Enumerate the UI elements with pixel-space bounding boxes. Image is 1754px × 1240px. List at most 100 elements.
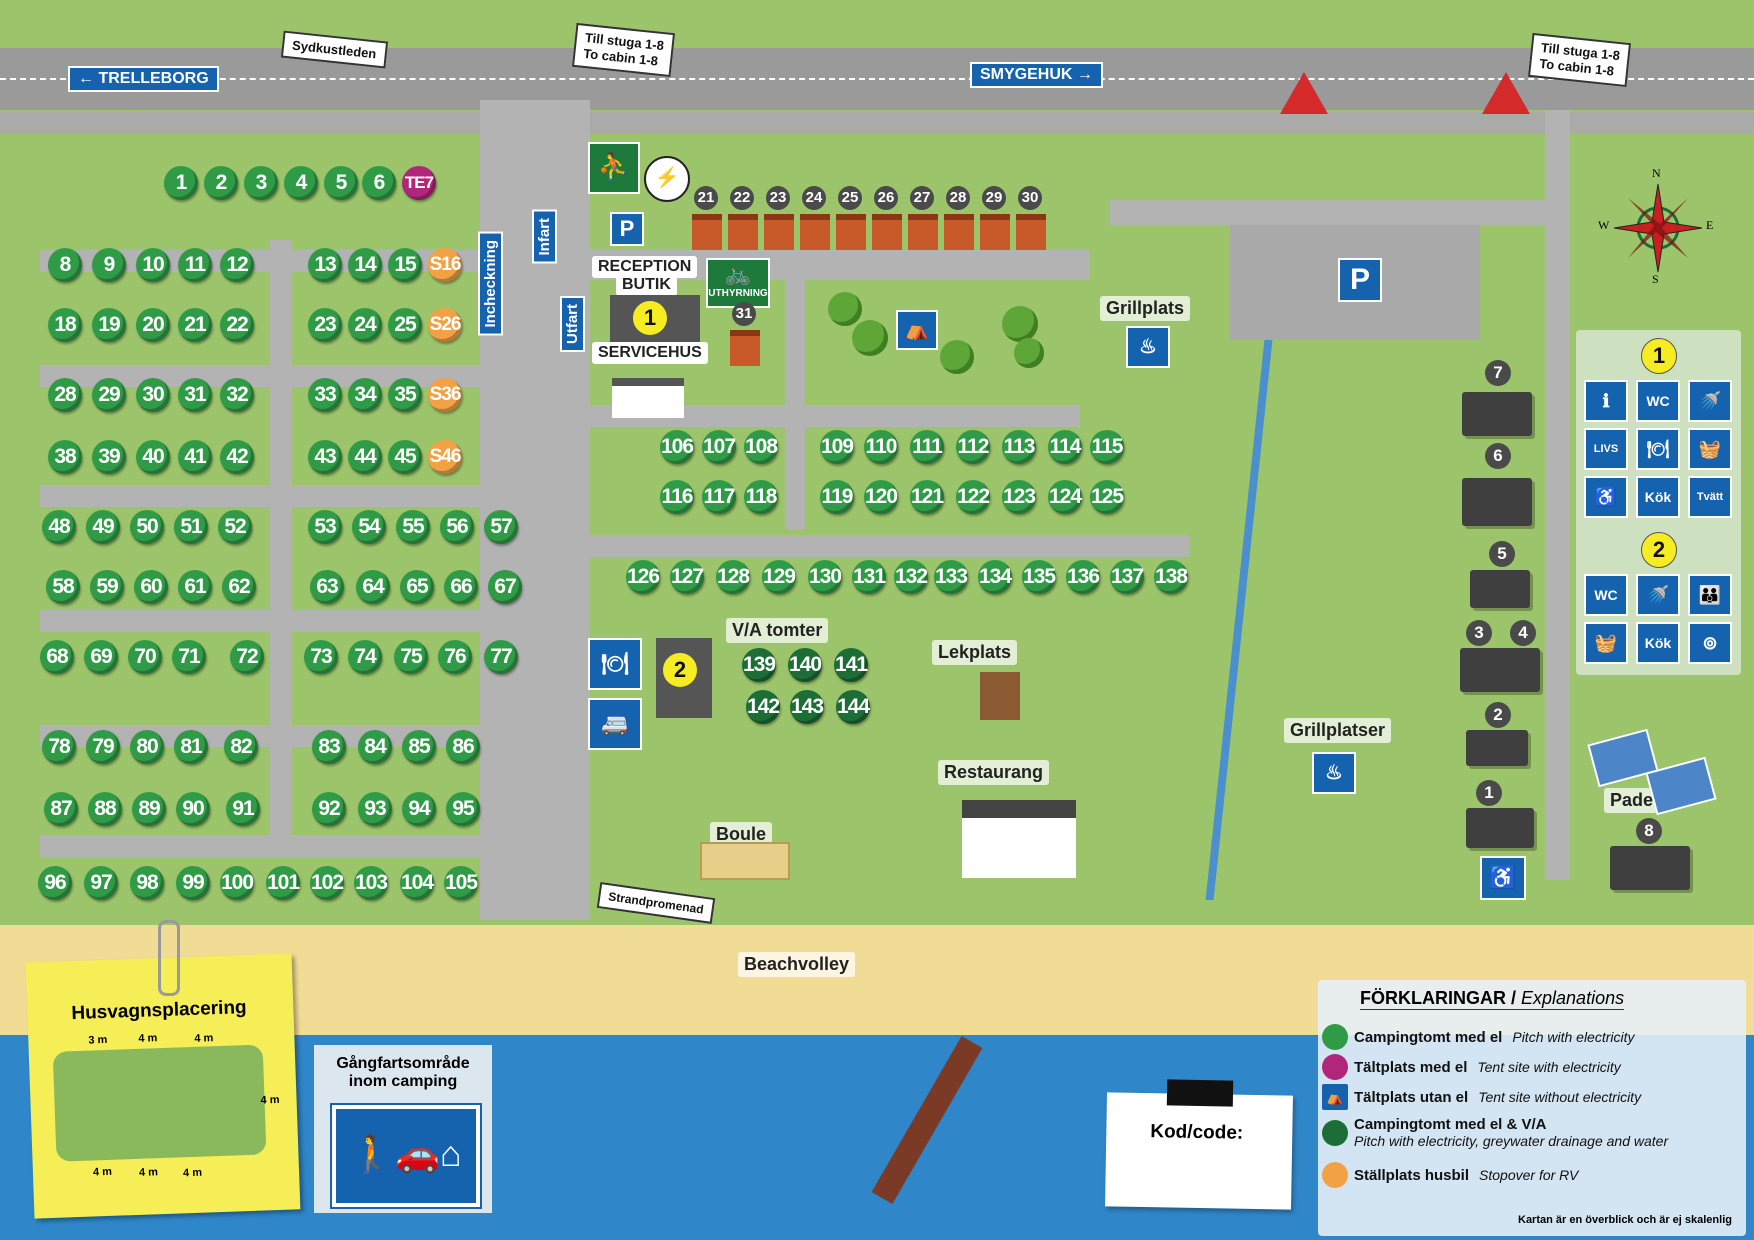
legend-en: Tent site with electricity [1477, 1059, 1621, 1075]
husvagn-4m: 4 m [182, 1166, 203, 1180]
cabin-28-number: 28 [946, 186, 970, 210]
cabin-3-4 [1460, 648, 1540, 692]
kod-note: Kod/code: [1105, 1079, 1293, 1210]
gangfart-panel: Gångfartsområde inom camping 🚶🚗⌂ [314, 1045, 492, 1213]
pitch-132: 132 [894, 560, 928, 594]
cabin-21 [692, 214, 722, 250]
husvagn-4m: 4 m [194, 1032, 214, 1045]
pitch-12: 12 [220, 248, 254, 282]
dishwash-icon: 🍽 [1636, 428, 1680, 470]
pitch-123: 123 [1002, 480, 1036, 514]
service-kök: Kök [1636, 622, 1680, 664]
cabin-25-number: 25 [838, 186, 862, 210]
pitch-s36: S36 [428, 378, 462, 412]
pitch-86: 86 [446, 730, 480, 764]
pitch-88: 88 [88, 792, 122, 826]
service-kök: Kök [1636, 476, 1680, 518]
pitch-83: 83 [312, 730, 346, 764]
pitch-72: 72 [230, 640, 264, 674]
pitch-30: 30 [136, 378, 170, 412]
pitch-s26: S26 [428, 308, 462, 342]
legend-dot-va [1322, 1120, 1348, 1146]
pitch-71: 71 [172, 640, 206, 674]
binder-clip-icon [1166, 1079, 1234, 1107]
pitch-100: 100 [220, 866, 254, 900]
pitch-114: 114 [1048, 430, 1082, 464]
pitch-125: 125 [1090, 480, 1124, 514]
legend-en: Pitch with electricity [1512, 1029, 1635, 1045]
tree [828, 292, 862, 326]
pitch-38: 38 [48, 440, 82, 474]
washer-icon: ⊚ [1688, 622, 1732, 664]
tree [1002, 306, 1038, 342]
compass-e: E [1706, 218, 1714, 232]
pitch-5: 5 [324, 166, 358, 200]
legend-dot-rv [1322, 1162, 1348, 1188]
pitch-35: 35 [388, 378, 422, 412]
service-panel-2-marker: 2 [1641, 532, 1677, 568]
road-east [1545, 110, 1570, 880]
legend-disclaimer: Kartan är en överblick och är ej skalenl… [1518, 1214, 1732, 1226]
label-butik: BUTIK [616, 274, 677, 296]
pitch-6: 6 [362, 166, 396, 200]
legend-dot-tent-el [1322, 1054, 1348, 1080]
cabin-26 [872, 214, 902, 250]
pitch-73: 73 [304, 640, 338, 674]
cabin-8 [1610, 846, 1690, 890]
parking-icon-large: P [1338, 258, 1382, 302]
pitch-115: 115 [1090, 430, 1124, 464]
pitch-63: 63 [310, 570, 344, 604]
pitch-39: 39 [92, 440, 126, 474]
road-west-4 [40, 610, 480, 632]
cabin-1 [1466, 808, 1534, 848]
pitch-119: 119 [820, 480, 854, 514]
pitch-45: 45 [388, 440, 422, 474]
cabin-27-number: 27 [910, 186, 934, 210]
pitch-102: 102 [310, 866, 344, 900]
pitch-98: 98 [130, 866, 164, 900]
compass-w: W [1598, 218, 1610, 232]
cabin-27 [908, 214, 938, 250]
pitch-96: 96 [38, 866, 72, 900]
pitch-139: 139 [742, 648, 776, 682]
husvagn-4m: 4 m [138, 1032, 158, 1045]
pitch-22: 22 [220, 308, 254, 342]
compass-rose-icon: N E S W [1598, 166, 1713, 286]
cabin-29-number: 29 [982, 186, 1006, 210]
pitch-74: 74 [348, 640, 382, 674]
legend-sv: Tältplats med el [1354, 1058, 1468, 1076]
cabin-7-number: 7 [1485, 360, 1511, 386]
cabin-29 [980, 214, 1010, 250]
sign-trelleborg: ← TRELLEBORG [68, 66, 219, 92]
cabin-24 [800, 214, 830, 250]
playground-icon [980, 672, 1020, 720]
label-grillplatser: Grillplatser [1284, 718, 1392, 743]
legend-title-en: Explanations [1521, 988, 1625, 1008]
pitch-10: 10 [136, 248, 170, 282]
wheelchair-icon: ♿ [1480, 856, 1526, 900]
pitch-2: 2 [204, 166, 238, 200]
shower-icon: 🚿 [1636, 574, 1680, 616]
pitch-80: 80 [130, 730, 164, 764]
pitch-130: 130 [808, 560, 842, 594]
pitch-55: 55 [396, 510, 430, 544]
servicehus-1-marker: 1 [632, 300, 668, 336]
road-centerline [0, 78, 1754, 80]
pitch-18: 18 [48, 308, 82, 342]
pitch-127: 127 [670, 560, 704, 594]
pitch-118: 118 [744, 480, 778, 514]
pitch-25: 25 [388, 308, 422, 342]
info-icon: ℹ [1584, 380, 1628, 422]
pitch-te7: TE7 [402, 166, 436, 200]
pitch-109: 109 [820, 430, 854, 464]
pitch-76: 76 [438, 640, 472, 674]
pitch-57: 57 [484, 510, 518, 544]
pitch-33: 33 [308, 378, 342, 412]
laundry-icon: 🧺 [1688, 428, 1732, 470]
compass-s: S [1652, 272, 1659, 286]
warning-sign-icon [1482, 72, 1530, 114]
laundry-icon: 🧺 [1584, 622, 1628, 664]
pitch-49: 49 [86, 510, 120, 544]
pitch-65: 65 [400, 570, 434, 604]
pitch-134: 134 [978, 560, 1012, 594]
